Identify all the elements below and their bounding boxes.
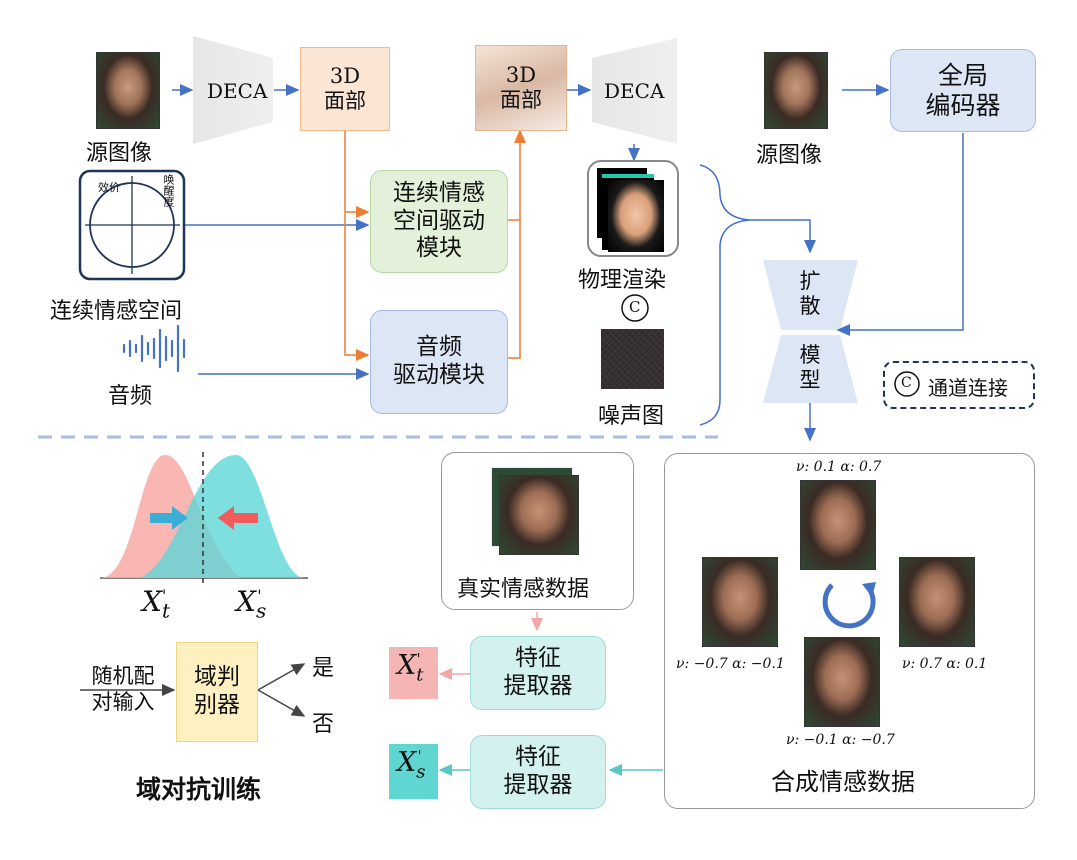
emotion-circle-icon [78,169,186,281]
legend-concat-text: 通道连接 [928,376,1008,400]
face3d-box-1: 3D 面部 [300,47,390,131]
xs-sub: s [416,761,426,783]
domain-adversarial-title: 域对抗训练 [136,775,262,804]
synthetic-face-bottom [804,637,880,727]
diffusion-bottom-shape [763,335,858,403]
domain-distribution-plot [100,452,308,585]
arousal-axis-label: 唤醒度 [162,174,175,207]
audio-label: 音频 [108,384,153,409]
face-right-caption: ν: 0.7 α: 0.1 [902,656,988,672]
rotate-arrow-icon [822,582,876,629]
physical-render-frame [587,160,679,257]
xs-output-box [389,744,438,799]
xt-output-box [389,647,438,699]
face-top-caption: ν: 0.1 α: 0.7 [796,459,882,475]
dist-xt-main: X [142,585,162,618]
dist-xs-label: Xs' [236,585,266,623]
dist-xs-prime: ' [257,585,262,605]
legend-concat-icon [894,371,920,397]
concat-legend-box [883,361,1035,409]
synthetic-data-frame [664,453,1035,809]
dist-xs-main: X [236,585,256,618]
audio-driven-module: 音频 驱动模块 [370,310,508,414]
render-face-image [608,180,664,252]
dist-xt-sub: t [161,598,170,623]
deca-label-1: DECA [207,79,268,103]
global-encoder-box: 全局 编码器 [890,49,1036,132]
random-pair-input-label: 随机配 对输入 [91,663,155,714]
deca-encoder-shape-1 [193,36,273,144]
face-bottom-caption: ν: −0.1 α: −0.7 [786,732,895,748]
xt-output-label: Xt' [397,650,424,686]
dist-xt-label: Xt' [142,585,170,623]
face-left-caption: ν: −0.7 α: −0.1 [676,656,785,672]
real-data-frame [441,452,634,610]
xt-main: X [397,650,417,681]
noise-label: 噪声图 [598,404,665,429]
diffusion-model-label-bottom: 模 型 [799,342,821,392]
valence-axis-label: 效价 [98,181,120,194]
deca-encoder-shape-2 [592,38,677,144]
legend-concat-symbol: C [901,375,912,391]
feature-extractor-1: 特征 提取器 [470,636,606,710]
xs-prime: ' [417,747,422,765]
synthetic-face-top [800,480,876,570]
source-face-photo-1 [96,52,160,129]
dist-xt-prime: ' [161,585,167,605]
xs-main: X [397,747,417,778]
yes-label: 是 [312,656,335,681]
physical-render-label: 物理渲染 [578,268,667,293]
audio-wave-icon [122,324,186,373]
emotion-driven-module: 连续情感 空间驱动 模块 [370,170,508,273]
synthetic-data-label: 合成情感数据 [771,768,915,796]
dist-xs-sub: s [255,598,267,623]
xt-prime: ' [416,650,421,668]
concat-symbol-text: C [629,298,641,316]
face3d-box-2: 3D 面部 [475,45,567,131]
source-face-photo-2 [764,52,828,129]
feature-extractor-2: 特征 提取器 [470,735,606,809]
concat-icon [621,294,649,322]
real-face-photo [499,475,579,555]
diffusion-top-shape [763,260,858,330]
real-data-label: 真实情感数据 [457,577,590,602]
no-label: 否 [312,712,335,737]
xs-output-label: Xs' [397,747,426,783]
deca-label-2: DECA [604,79,665,103]
xt-sub: t [416,664,424,686]
emotion-space-label: 连续情感空间 [50,299,183,324]
domain-discriminator-box: 域判 别器 [176,642,258,742]
source-image-label: 源图像 [86,141,153,166]
diffusion-model-label-top: 扩 散 [799,268,821,318]
source-image-label-2: 源图像 [756,143,823,168]
synthetic-face-right [899,557,975,647]
synthetic-face-left [702,557,778,647]
noise-image [601,329,664,389]
